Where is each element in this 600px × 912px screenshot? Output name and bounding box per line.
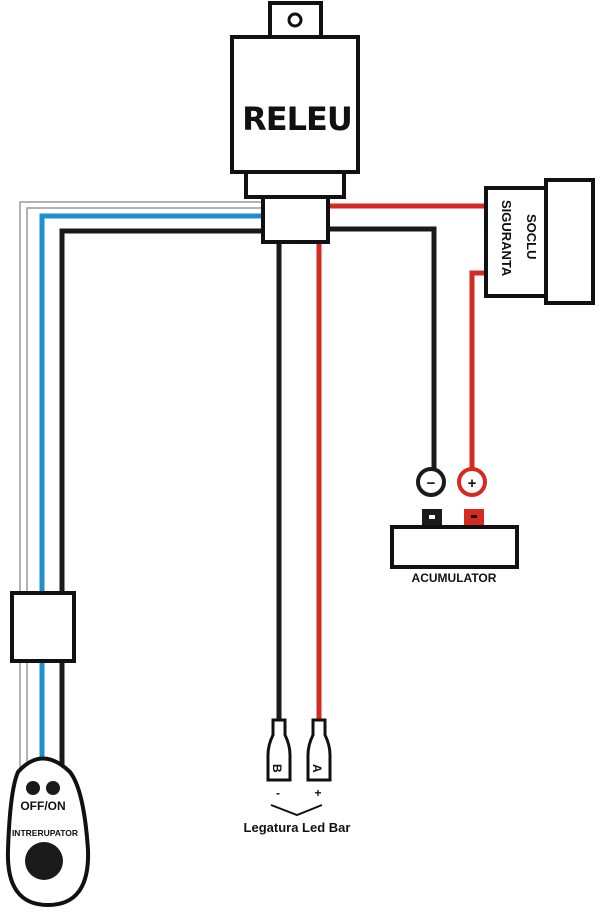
battery-negative-post-mark xyxy=(429,515,435,519)
battery-negative-terminal xyxy=(416,467,446,497)
battery-positive-post-mark xyxy=(471,515,477,518)
battery-positive-symbol: + xyxy=(468,475,477,492)
battery-label: ACUMULATOR xyxy=(412,571,497,585)
ledbar-label: Legatura Led Bar xyxy=(244,820,351,835)
relay: RELEU xyxy=(230,1,360,244)
ledbar-negative-mark: - xyxy=(276,786,280,800)
switch-label: INTRERUPATOR xyxy=(12,828,78,838)
battery-negative-symbol: − xyxy=(427,475,436,492)
connector-b xyxy=(266,718,292,782)
battery-body xyxy=(390,525,519,569)
fuse-holder-body xyxy=(484,186,548,298)
blue-wire xyxy=(39,213,262,770)
battery-positive-terminal xyxy=(457,467,487,497)
relay-base xyxy=(244,170,346,199)
inline-box xyxy=(10,591,76,663)
led-bar-connectors: B A - + Legatura Led Bar xyxy=(244,718,351,835)
battery: − + ACUMULATOR xyxy=(390,467,519,585)
relay-label: RELEU xyxy=(242,100,352,138)
gray-wires xyxy=(19,201,262,800)
connector-a-label: A xyxy=(310,764,324,773)
black-wire-switch xyxy=(59,228,262,770)
black-wire-battery xyxy=(328,226,437,470)
connector-a xyxy=(306,718,332,782)
connector-b-label: B xyxy=(270,764,284,773)
switch-led-2 xyxy=(46,781,60,795)
ledbar-positive-mark: + xyxy=(314,786,321,800)
switch-led-1 xyxy=(26,781,40,795)
fuse-holder: SOCLU SIGURANTA xyxy=(484,178,595,305)
fuse-holder-label-1: SOCLU xyxy=(524,214,539,260)
red-wire-fuse-battery xyxy=(469,270,488,470)
switch-state-label: OFF/ON xyxy=(20,799,65,813)
fuse-holder-cap xyxy=(544,178,595,305)
relay-mount-hole xyxy=(287,12,303,28)
switch[interactable]: OFF/ON INTRERUPATOR xyxy=(5,756,91,908)
switch-button[interactable] xyxy=(25,842,63,880)
fuse-holder-label-2: SIGURANTA xyxy=(499,200,514,277)
relay-tab xyxy=(268,1,323,41)
relay-connector xyxy=(261,195,330,244)
ledbar-bracket xyxy=(270,804,323,817)
